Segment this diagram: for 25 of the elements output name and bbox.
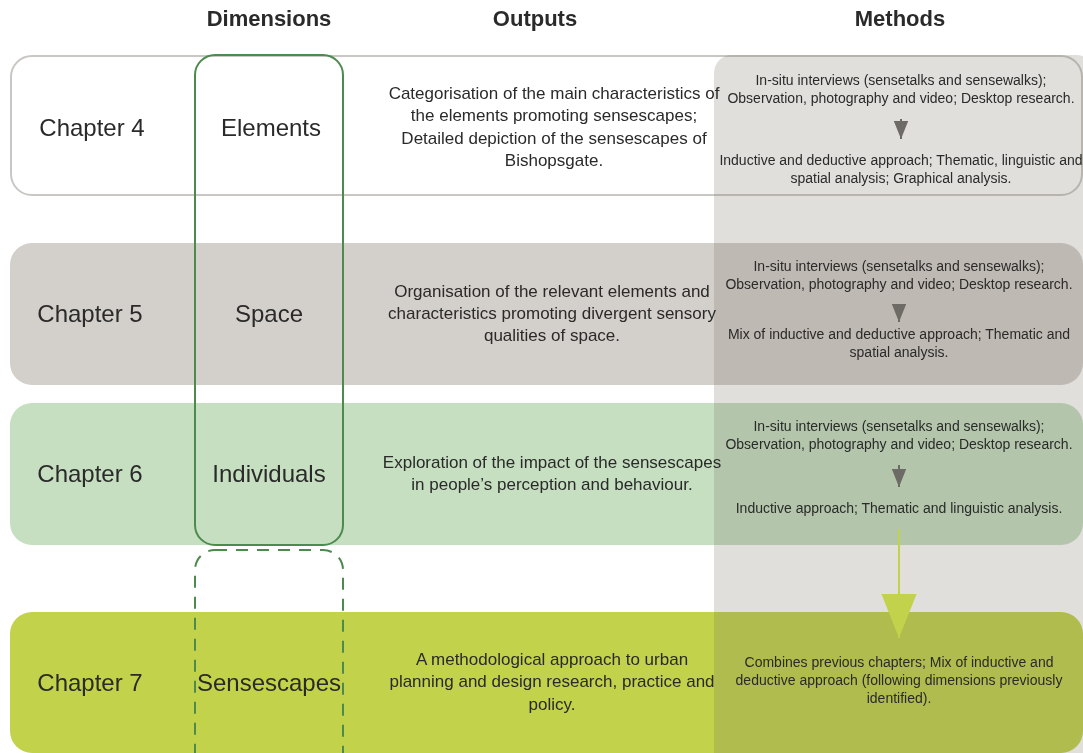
output-text: Organisation of the relevant elements and characteristics promoting divergent sensory qualities of space. [387,280,717,348]
chapter-band [10,243,1083,385]
chapter-label: Chapter 7 [37,667,143,698]
methods-text: Mix of inductive and deductive approach; Thematic and spatial analysis. [716,322,1082,364]
chapter-band [10,55,1083,196]
arrow [891,464,907,488]
chapter-label: Chapter 5 [37,299,143,330]
arrow [891,304,907,323]
column-header: Dimensions [205,6,333,32]
methods-text: Inductive and deductive approach; Thematic, linguistic and spatial analysis; Graphical analysis. [718,139,1083,199]
methods-text: In-situ interviews (sensetalks and sensewalks); Observation, photography and video; Desktop research. [716,245,1082,305]
chapter-label: Chapter 6 [37,459,143,490]
chapter-band [10,612,1083,753]
dimension-label: Space [234,299,304,330]
output-text: A methodological approach to urban planning and design research, practice and policy. [388,649,716,716]
arrow [893,118,909,140]
column-header: Outputs [491,6,579,32]
chapter-band [10,403,1083,545]
dimension-label: Sensescapes [196,667,342,698]
dimension-label: Individuals [212,459,326,490]
methods-text: Combines previous chapters; Mix of inductive and deductive approach (following dimensions previously identified). [716,638,1082,722]
dimension-label: Elements [220,112,321,143]
column-header: Methods [853,6,947,32]
arrow [881,528,917,639]
chapter-label: Chapter 4 [39,112,145,143]
